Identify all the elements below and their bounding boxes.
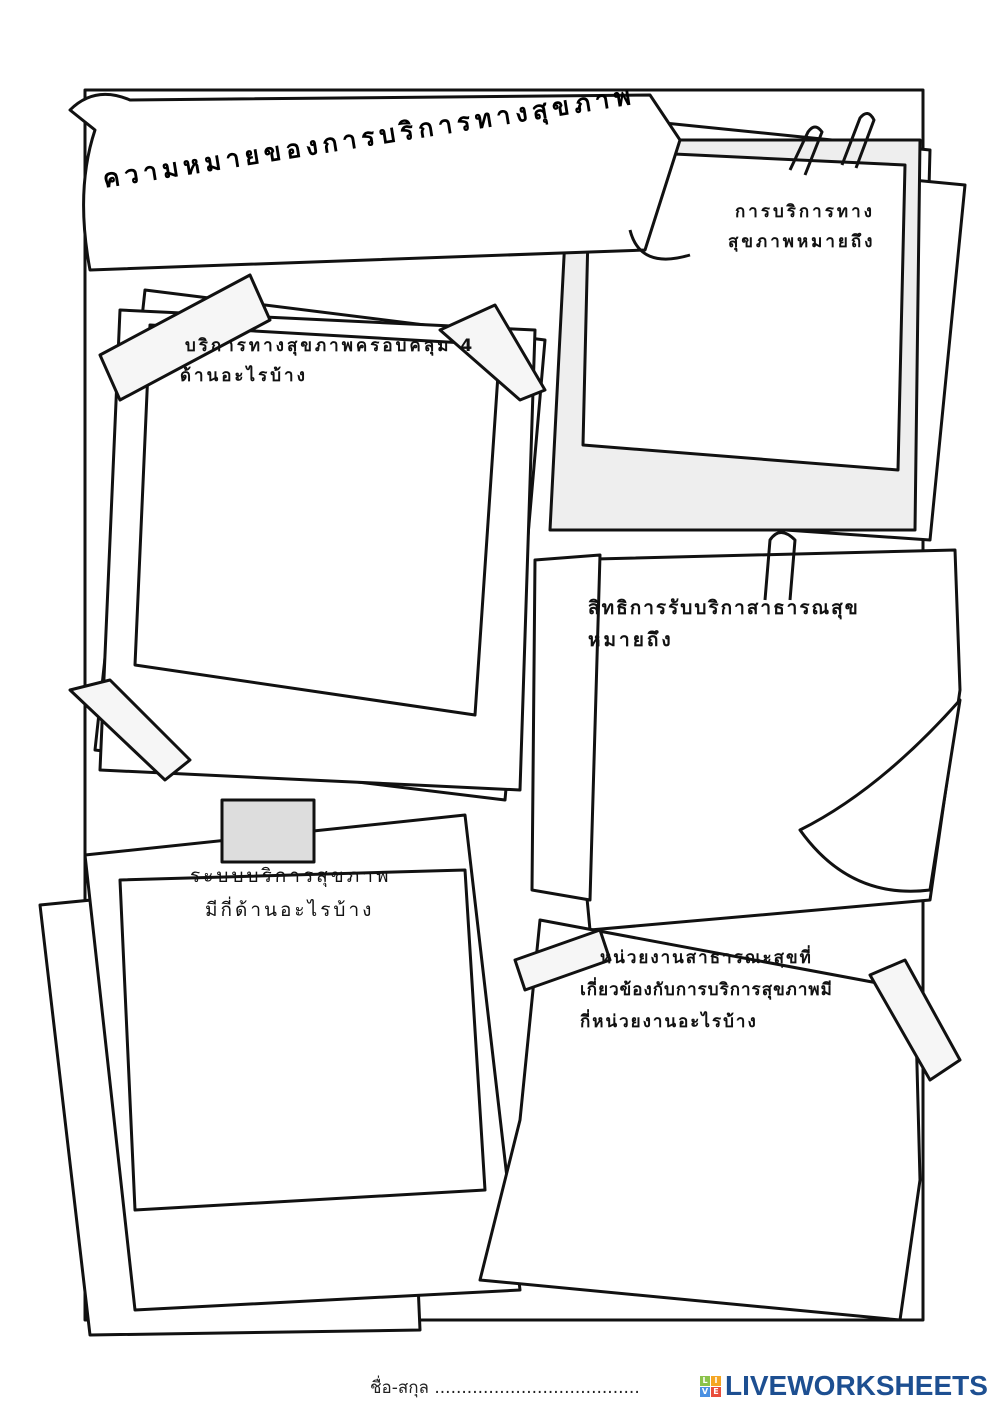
logo-text: LIVEWORKSHEETS	[725, 1370, 988, 1401]
photo-inner-top-right	[581, 148, 907, 472]
paperclip	[788, 125, 824, 176]
prompt-agencies-3: กี่หน่วยงานอะไรบ้าง	[580, 1012, 758, 1032]
prompt-agencies-2: เกี่ยวข้องกับการบริการสุขภาพมี	[580, 980, 833, 1000]
photo-inner-left	[133, 323, 502, 717]
photo-inner-bl	[118, 868, 487, 1212]
logo-tile: E	[711, 1386, 721, 1397]
tape	[438, 303, 547, 402]
logo-tile: I	[711, 1375, 721, 1386]
tape	[68, 678, 192, 782]
paperclip	[763, 531, 797, 601]
binder-clip	[220, 798, 316, 864]
prompt-meaning-2: สุขภาพหมายถึง	[728, 232, 876, 252]
paperclip	[840, 112, 876, 169]
prompt-coverage-2: ด้านอะไรบ้าง	[180, 366, 308, 386]
paper-back	[530, 553, 602, 902]
logo-tile: L	[700, 1375, 710, 1386]
name-label: ชื่อ-สกุล	[370, 1378, 429, 1398]
prompt-rights-2: หมายถึง	[588, 629, 674, 651]
prompt-system-2: มีกี่ด้านอะไรบ้าง	[205, 899, 375, 921]
logo-tile: V	[700, 1386, 710, 1397]
tape	[513, 928, 612, 992]
prompt-system-1: ระบบบริการสุขภาพ	[190, 865, 392, 887]
banner-scroll	[628, 229, 691, 261]
tape	[868, 958, 962, 1082]
prompt-rights-1: สิทธิการรับบริกาสาธารณสุข	[588, 597, 860, 619]
prompt-coverage-1: บริการทางสุขภาพครอบคลุม 4	[185, 336, 476, 356]
prompt-agencies-1: หน่วยงานสาธารณะสุขที่	[600, 948, 813, 968]
liveworksheets-logo: L I V E LIVEWORKSHEETS	[700, 1370, 988, 1402]
tape	[98, 273, 272, 402]
name-dots[interactable]: ......................................	[434, 1378, 640, 1398]
paper-curl	[798, 698, 962, 893]
footer-name-line: ชื่อ-สกุล ..............................…	[370, 1374, 640, 1401]
title-banner	[68, 92, 682, 272]
prompt-meaning-1: การบริการทาง	[735, 202, 875, 222]
